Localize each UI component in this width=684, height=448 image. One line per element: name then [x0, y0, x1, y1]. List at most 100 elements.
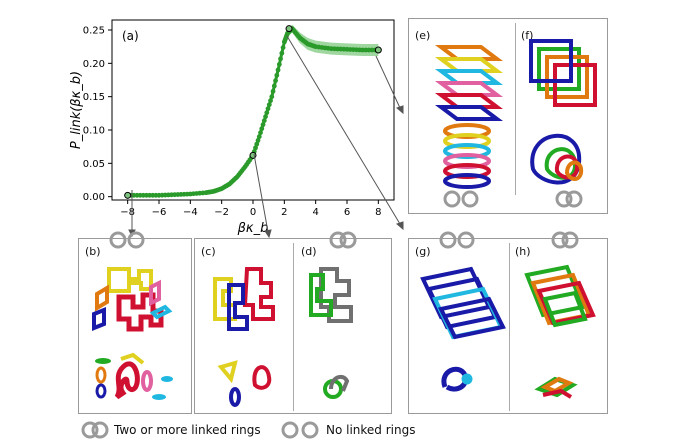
blue-ring	[227, 283, 249, 331]
y-tick-label: 0.15	[83, 92, 105, 103]
legend-linked-icon	[81, 421, 109, 439]
x-tick-label: 2	[281, 207, 287, 218]
data-point	[263, 114, 268, 120]
red-ring	[242, 267, 275, 321]
x-tick-label: −6	[152, 207, 167, 218]
stacked-rings-e-bottom	[443, 123, 491, 189]
linked-rings-icon	[555, 190, 583, 208]
x-tick-label: −4	[183, 207, 198, 218]
data-point	[254, 141, 260, 147]
panel-label-f: (f)	[521, 29, 534, 42]
blue-blob	[95, 383, 107, 399]
panel-b-art	[92, 267, 173, 400]
data-point	[274, 72, 280, 78]
data-point	[265, 106, 271, 112]
knot-h	[534, 376, 578, 399]
chart-ylabel: P_link(βκ_b)	[69, 71, 84, 149]
red-ring	[116, 292, 164, 332]
cyan-blob	[161, 376, 173, 382]
green-ring	[309, 273, 333, 317]
pink-ring	[149, 279, 161, 307]
unlinked-rings-icon	[443, 190, 479, 208]
legend-linked-label: Two or more linked rings	[114, 423, 261, 437]
panel-divider	[515, 23, 516, 195]
panel-divider	[509, 243, 510, 411]
panel-label-c: (c)	[201, 245, 216, 258]
stacked-rings-g	[420, 266, 506, 340]
data-point	[259, 126, 265, 132]
orange-blob	[95, 366, 107, 384]
data-point	[258, 130, 263, 136]
cyan-ring	[149, 304, 173, 320]
panel-label-d: (d)	[301, 245, 317, 258]
x-tick-label: 8	[375, 207, 381, 218]
unlinked-rings-icon	[439, 231, 475, 249]
x-tick-label: 6	[344, 207, 350, 218]
panel-divider	[293, 243, 294, 411]
stacked-rings-e-top	[435, 45, 503, 121]
highlighted-point	[285, 25, 293, 33]
panel-label-e: (e)	[415, 29, 431, 42]
legend-unlinked-label: No linked rings	[326, 423, 416, 437]
data-point	[269, 94, 275, 100]
panel-label-b: (b)	[85, 245, 101, 258]
panel-label-h: (h)	[515, 245, 531, 258]
yellow-small	[217, 360, 238, 384]
x-tick-label: −2	[214, 207, 229, 218]
chart-panel-label: (a)	[122, 29, 139, 43]
data-point	[280, 45, 286, 50]
highlighted-point	[124, 191, 132, 199]
linked-rings-h	[524, 264, 596, 328]
panel-gh-art	[420, 264, 596, 399]
y-tick-label: 0.00	[83, 192, 105, 203]
blue-ring	[92, 307, 106, 331]
data-point	[273, 78, 278, 84]
x-tick-label: 4	[312, 207, 318, 218]
panel-ef: (e) (f)	[408, 18, 608, 214]
legend-unlinked-icon	[281, 421, 319, 439]
data-point	[278, 56, 283, 62]
gray-knot	[329, 374, 350, 392]
panel-b: (b)	[78, 238, 192, 414]
data-point	[266, 102, 272, 108]
y-tick-label: 0.20	[83, 59, 105, 70]
pointer-arrows	[128, 35, 404, 239]
data-point	[253, 145, 258, 151]
panel-cd: (c) (d)	[194, 238, 392, 414]
data-point	[264, 110, 270, 116]
red-blob	[114, 361, 140, 400]
green-blob	[95, 358, 111, 364]
highlighted-point	[374, 46, 382, 54]
data-point	[275, 67, 281, 73]
panel-label-g: (g)	[415, 245, 431, 258]
data-point	[261, 118, 267, 124]
linked-rings-f-bottom	[530, 134, 584, 185]
yellow-blob	[120, 352, 145, 365]
data-point	[255, 138, 261, 143]
panel-cd-art	[213, 267, 353, 407]
linked-rings-icon	[329, 231, 357, 249]
chart-xlabel: βκ_b	[237, 221, 269, 236]
linked-rings-icon	[551, 231, 579, 249]
data-point	[270, 88, 276, 94]
data-point	[276, 62, 282, 67]
y-tick-label: 0.25	[83, 26, 105, 37]
red-small	[252, 365, 272, 390]
blue-blob-2	[152, 394, 166, 400]
blue-small	[229, 387, 241, 407]
knot-g	[441, 366, 473, 392]
unlinked-rings-icon	[109, 231, 145, 249]
data-point	[256, 134, 262, 140]
data-point	[268, 98, 273, 104]
x-tick-label: −8	[120, 207, 135, 218]
data-point	[279, 50, 285, 56]
x-tick-label: 0	[250, 207, 256, 218]
panel-gh: (g) (h)	[408, 238, 608, 414]
data-point	[260, 122, 266, 128]
panel-ef-art	[435, 39, 597, 189]
orange-ring	[95, 284, 109, 312]
data-point	[271, 83, 277, 89]
y-tick-label: 0.10	[83, 126, 105, 137]
